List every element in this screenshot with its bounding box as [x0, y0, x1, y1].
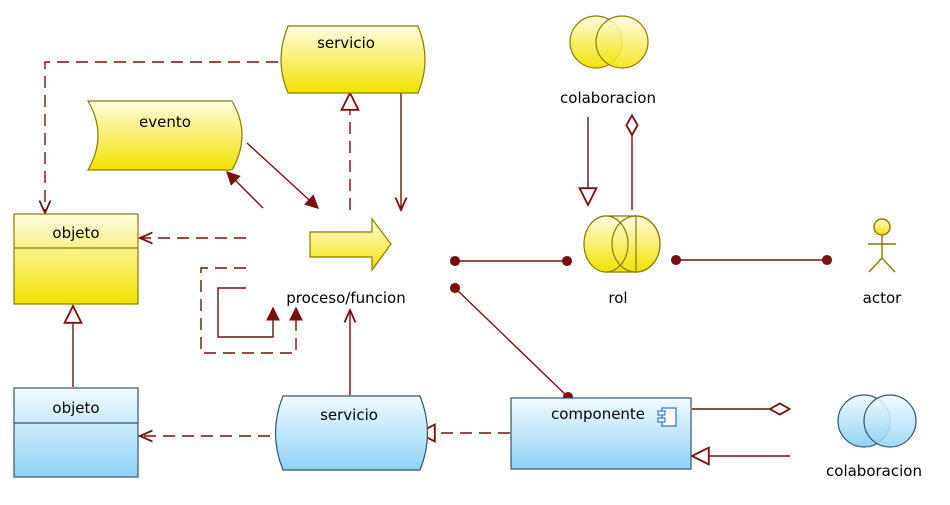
access-servicio-objeto	[45, 61, 278, 213]
collaboration-icon	[569, 15, 649, 69]
objeto-label-bottom: objeto	[52, 399, 99, 417]
objeto-label-top: objeto	[52, 224, 99, 242]
servicio-label-top: servicio	[317, 34, 375, 52]
servicio-node-top[interactable]: servicio	[280, 25, 426, 94]
proceso-funcion-node[interactable]: proceso/funcion	[286, 217, 406, 307]
evento-label: evento	[139, 113, 191, 131]
rol-node[interactable]: rol	[583, 215, 661, 307]
colaboracion-label-top: colaboracion	[560, 89, 656, 107]
componente-node[interactable]: componente	[510, 397, 692, 470]
objeto-node-bottom[interactable]: objeto	[13, 387, 139, 478]
self-loop-solid	[217, 287, 280, 338]
assignment-proceso-componente	[449, 282, 574, 403]
colaboracion-node-top[interactable]: colaboracion	[560, 15, 656, 107]
component-icon	[657, 407, 677, 427]
self-loop-dashed	[200, 267, 303, 354]
servicio-label-bottom: servicio	[320, 406, 378, 424]
colaboracion-node-bottom[interactable]: colaboracion	[826, 394, 922, 480]
triggering-evento-proceso	[246, 142, 320, 209]
connectors	[45, 61, 833, 456]
colaboracion-label-bottom: colaboracion	[826, 462, 922, 480]
evento-node[interactable]: evento	[86, 100, 243, 171]
proceso-label: proceso/funcion	[286, 289, 405, 307]
actor-label: actor	[863, 289, 902, 307]
role-icon	[583, 215, 661, 273]
actor-stick-figure-icon	[868, 218, 896, 273]
process-arrow-icon	[309, 217, 392, 272]
componente-label: componente	[551, 405, 645, 423]
objeto-node-top[interactable]: objeto	[13, 213, 139, 305]
actor-node[interactable]: actor	[863, 218, 902, 307]
servicio-node-bottom[interactable]: servicio	[274, 395, 429, 471]
collaboration-icon	[837, 394, 917, 448]
triggering-proceso-evento	[226, 171, 264, 209]
rol-label: rol	[608, 289, 627, 307]
